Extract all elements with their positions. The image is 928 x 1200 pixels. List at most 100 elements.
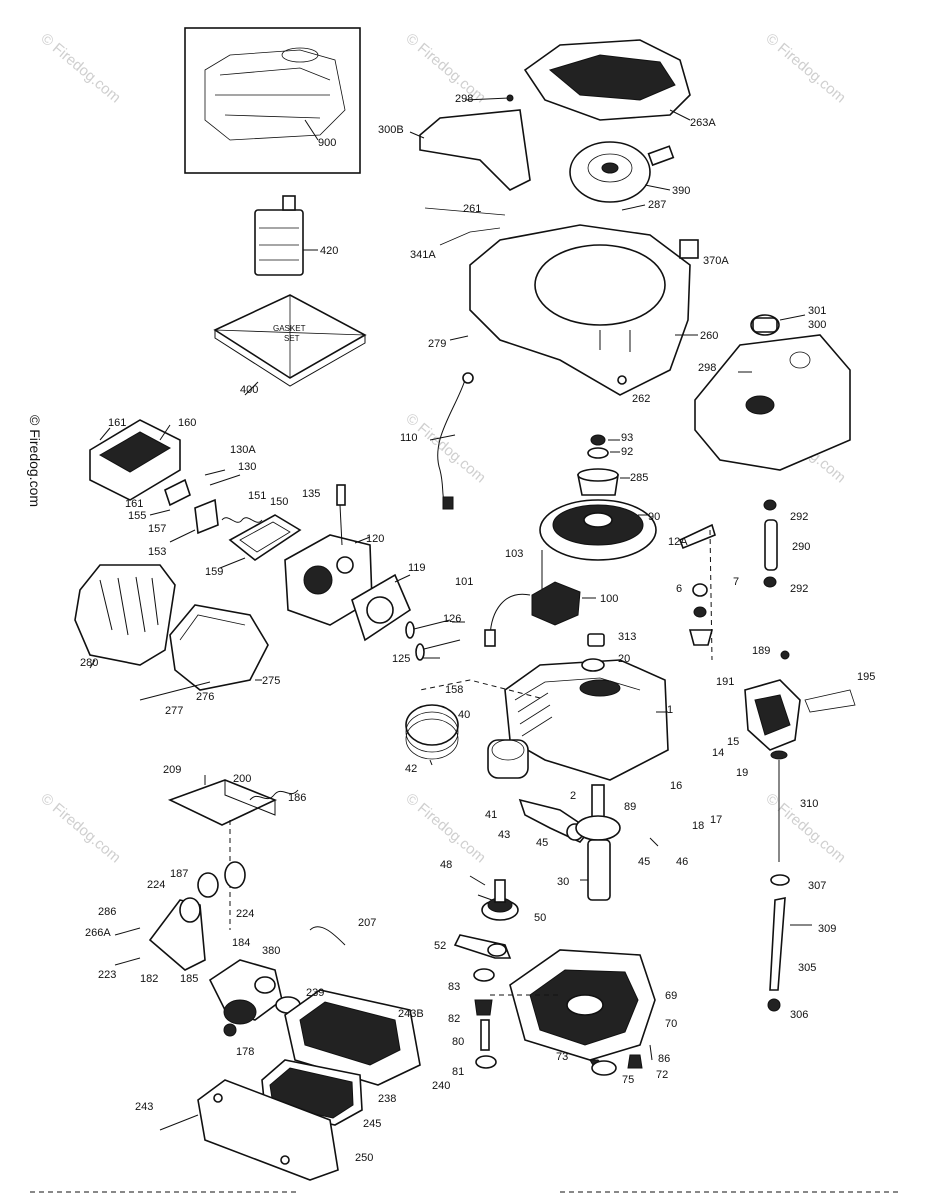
piston-assembly [405,704,592,843]
part-number-label: 239 [306,987,324,999]
part-number-label: 69 [665,990,677,1002]
flywheel-nut-parts [577,434,630,496]
part-number-label: 40 [458,709,470,721]
part-number-label: 15 [727,736,739,748]
part-number-label: 277 [165,705,183,717]
part-number-label: 93 [621,432,633,444]
crankshaft [575,784,659,901]
part-number-label: 125 [392,653,410,665]
part-number-label: 191 [716,676,734,688]
part-number-label: 301 [808,305,826,317]
part-number-label: 275 [262,675,280,687]
fuel-tank [694,314,851,471]
rocker-cover-gasket [219,514,302,569]
part-number-label: 86 [658,1053,670,1065]
part-number-label: 151 [248,490,266,502]
part-number-label: 178 [236,1046,254,1058]
part-number-label: 45 [638,856,650,868]
part-number-label: 400 [240,384,258,396]
part-number-label: 300 [808,319,826,331]
part-number-label: 130A [230,444,256,456]
watermark: © Firedog.com [762,30,848,106]
part-number-label: 14 [712,747,724,759]
part-number-label: 305 [798,962,816,974]
part-number-label: 280 [80,657,98,669]
part-number-label: 153 [148,546,166,558]
part-number-label: 266A [85,927,111,939]
part-number-label: 81 [452,1066,464,1078]
part-number-label: 182 [140,973,158,985]
part-number-label: 2 [570,790,576,802]
part-number-label: 72 [656,1069,668,1081]
watermark: © Firedog.com [402,30,488,106]
part-number-label: 1 [667,704,673,716]
part-number-label: 276 [196,691,214,703]
breather-parts [149,469,241,543]
part-number-label: 135 [302,488,320,500]
part-number-label: 260 [700,330,718,342]
part-number-label: 83 [448,981,460,993]
part-number-label: 126 [443,613,461,625]
head-gasket [351,573,411,642]
part-number-label: 307 [808,880,826,892]
air-cleaner [159,989,421,1181]
dipstick-tube [767,750,812,1012]
part-number-label: 240 [432,1080,450,1092]
part-number-label: 238 [378,1093,396,1105]
blower-housing [424,207,699,396]
watermark: © Firedog.com [402,790,488,866]
part-number-label: 306 [790,1009,808,1021]
part-number-label: 12A [668,536,688,548]
part-number-label: 261 [463,203,481,215]
part-number-label: 120 [366,533,384,545]
part-number-label: 41 [485,809,497,821]
oil-sump [490,949,656,1076]
valves [405,619,465,661]
gasket-set: GASKET SET [213,294,367,396]
camshaft [453,875,519,959]
watermark: © Firedog.com [402,410,488,486]
part-number-label: 245 [363,1118,381,1130]
gasket-label: GASKET [273,324,306,333]
misc-parts [678,523,716,661]
part-number-label: 16 [670,780,682,792]
governor-small-parts [473,968,497,1069]
part-number-label: 75 [622,1074,634,1086]
part-number-label: 187 [170,868,188,880]
part-number-label: 82 [448,1013,460,1025]
part-number-label: 243 [135,1101,153,1113]
part-number-label: 189 [752,645,770,657]
part-number-label: 292 [790,511,808,523]
part-number-label: 160 [178,417,196,429]
part-number-label: 46 [676,856,688,868]
carburetor [208,926,346,1037]
cylinder-head [284,484,373,626]
part-number-label: 286 [98,906,116,918]
watermark: © Firedog.com [27,415,43,507]
part-number-label: 157 [148,523,166,535]
part-number-label: 18 [692,820,704,832]
fuel-line-parts [763,499,778,588]
part-number-label: 263A [690,117,716,129]
rocker-cover [139,604,269,701]
part-number-label: 90 [648,511,660,523]
engine-inset [184,27,361,174]
part-number-label: 17 [710,814,722,826]
flywheel [539,499,657,561]
watermark: © Firedog.com [37,790,123,866]
part-number-label: 6 [676,583,682,595]
part-number-label: 89 [624,801,636,813]
part-number-label: 292 [790,583,808,595]
part-number-label: 155 [128,510,146,522]
part-number-label: 119 [408,562,426,574]
part-number-label: 184 [232,937,250,949]
watermark: © Firedog.com [37,30,123,106]
part-number-label: 158 [445,684,463,696]
part-number-label: 101 [455,576,473,588]
intake-elbow [114,861,246,971]
part-number-label: 223 [98,969,116,981]
part-number-label: 130 [238,461,256,473]
part-number-label: 209 [163,764,181,776]
part-number-label: 313 [618,631,636,643]
